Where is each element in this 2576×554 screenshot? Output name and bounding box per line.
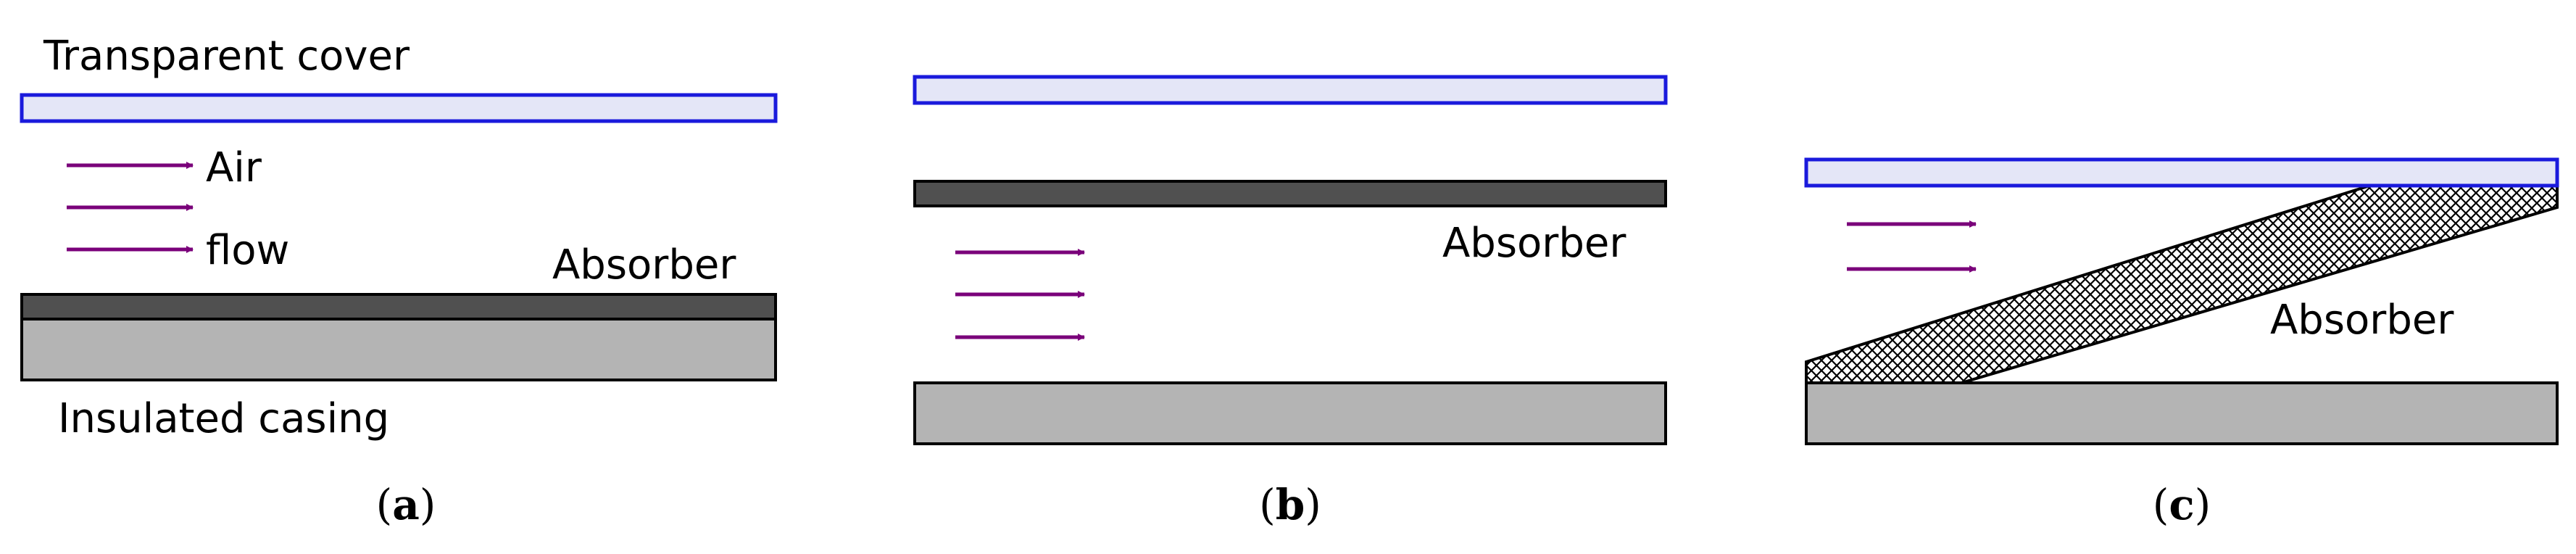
caption-a: (a) <box>376 480 436 529</box>
air-flow-arrows <box>67 162 194 253</box>
transparent-cover <box>1804 157 2559 188</box>
caption-c: (c) <box>2153 480 2211 529</box>
insulated-casing <box>20 318 777 381</box>
flow-label: flow <box>206 227 289 274</box>
insulated-casing <box>1805 381 2559 445</box>
absorber-plate <box>913 180 1667 207</box>
air-flow-arrows <box>955 249 1085 341</box>
panel-a: Transparent cover Air flow Absorber Insu… <box>20 33 778 529</box>
absorber-label: Absorber <box>2270 297 2454 344</box>
panel-b: Absorber (b) <box>913 75 1668 529</box>
transparent-cover <box>913 75 1668 105</box>
caption-b: (b) <box>1259 480 1321 529</box>
absorber-plate <box>20 293 777 321</box>
panel-c: Absorber (c) <box>1804 157 2559 529</box>
insulated-casing <box>913 381 1667 445</box>
transparent-cover-label: Transparent cover <box>43 33 410 80</box>
absorber-label: Absorber <box>1442 220 1626 267</box>
insulated-casing-label: Insulated casing <box>58 395 389 442</box>
mesh-absorber <box>1805 183 2559 384</box>
air-label: Air <box>206 144 262 191</box>
air-flow-arrows <box>1847 220 1977 273</box>
transparent-cover <box>20 93 778 123</box>
absorber-label: Absorber <box>552 241 736 289</box>
